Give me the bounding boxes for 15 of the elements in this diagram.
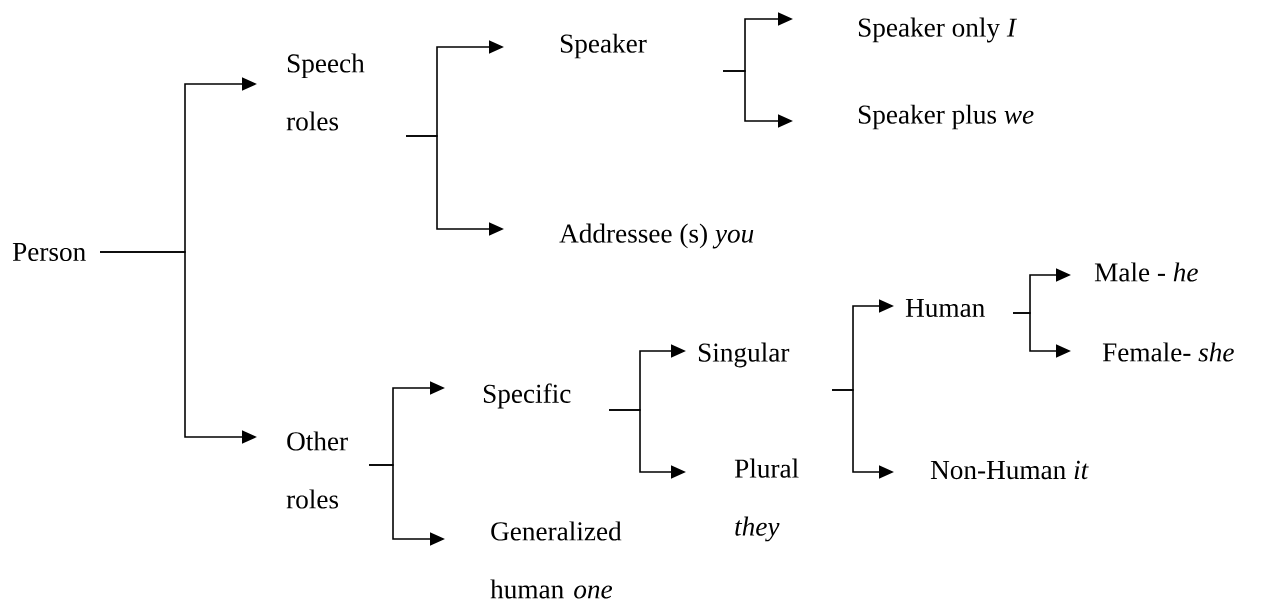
- label-text: Addressee (s) you: [559, 223, 754, 249]
- label-text: Speaker: [560, 33, 647, 59]
- label-text: Specific: [483, 383, 571, 409]
- label-text: Male - he: [1094, 262, 1198, 282]
- label-text: Singular: [698, 342, 790, 368]
- label-text: Other roles: [286, 431, 348, 509]
- label-text: Person: [12, 242, 86, 262]
- label-text: Speech roles: [286, 53, 365, 131]
- label-text: Speaker plus we: [858, 104, 1034, 130]
- label-text: Plural they: [734, 458, 799, 542]
- label-text: Human: [905, 298, 985, 318]
- label-text: Female- she: [1102, 342, 1234, 362]
- label-text: Generalized human one: [490, 521, 622, 599]
- label-text: Non-Human it: [930, 460, 1089, 480]
- label-text: Speaker only I: [858, 17, 1018, 43]
